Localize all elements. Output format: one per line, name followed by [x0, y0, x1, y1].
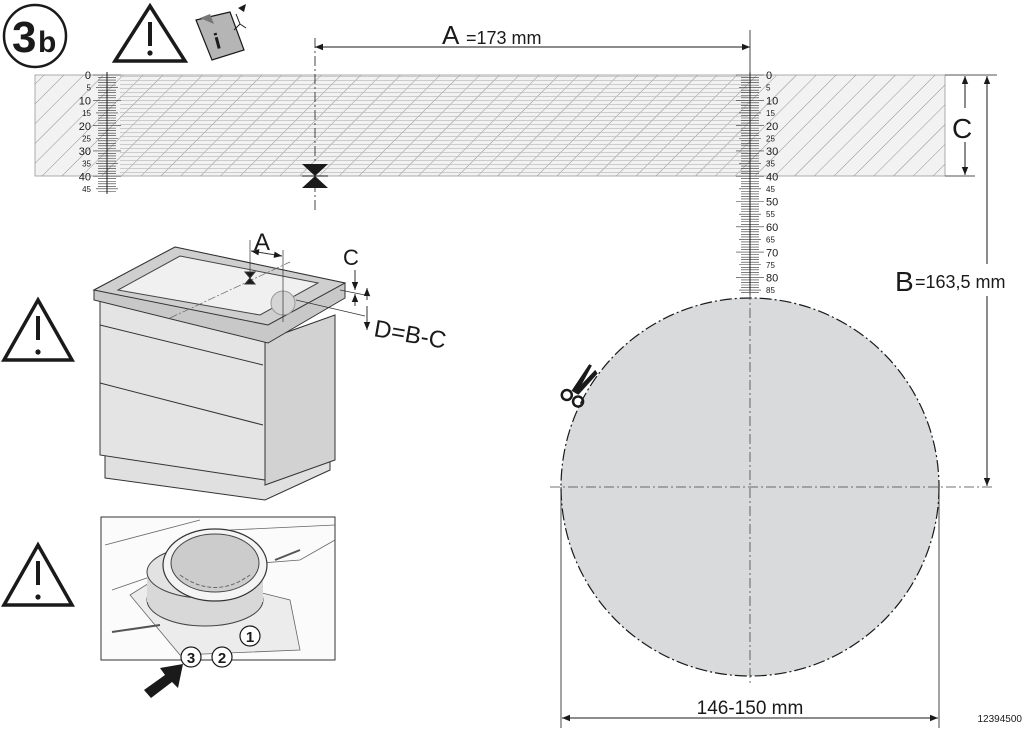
ruler-label: 85: [766, 286, 775, 295]
ruler-label: 65: [766, 235, 775, 244]
ruler-left: 0 10 20 30 40 5 15 25 35 45: [79, 70, 121, 194]
ruler-label: 15: [766, 109, 775, 118]
ruler-label: 30: [79, 146, 91, 158]
ruler-label: 50: [766, 197, 778, 209]
ruler-label: 75: [766, 261, 775, 270]
dimension-c: C: [945, 74, 997, 177]
warning-icon: [0, 541, 76, 607]
ruler-label: 5: [87, 84, 92, 93]
push-arrow-icon: [144, 664, 183, 698]
ruler-label: 45: [82, 185, 91, 194]
cabinet-label-a: A: [254, 229, 270, 256]
ruler-label: 0: [85, 70, 91, 82]
worktop-section: [34, 74, 946, 177]
ruler-label: 60: [766, 222, 778, 234]
step-badge: 3 b: [2, 3, 68, 69]
dimension-c-letter: C: [952, 113, 972, 144]
dimension-a: A =173 mm: [302, 20, 750, 212]
dimension-a-value: =173 mm: [466, 28, 542, 48]
step-suffix: b: [38, 26, 56, 59]
step-number: 3: [12, 13, 36, 62]
ruler-label: 80: [766, 273, 778, 285]
warning-icon: [0, 296, 76, 362]
document-code: 12394500: [978, 714, 1023, 725]
cabinet-illustration: [92, 240, 371, 501]
ruler-label: 30: [766, 146, 778, 158]
ruler-label: 5: [766, 84, 771, 93]
filter-installation-illustration: 1 2 3: [100, 516, 336, 698]
ruler-label: 10: [766, 95, 778, 107]
ruler-label: 10: [79, 95, 91, 107]
callout-2: 2: [211, 646, 233, 668]
callout-1: 1: [239, 625, 261, 647]
dimension-b-letter: B: [895, 266, 914, 297]
dimension-b-value: =163,5 mm: [915, 272, 1006, 292]
cutout-template: [550, 290, 995, 685]
diameter-label: 146-150 mm: [697, 698, 804, 719]
dimension-a-letter: A: [442, 20, 460, 50]
dimension-b: B =163,5 mm: [893, 76, 1024, 486]
ruler-label: 55: [766, 210, 775, 219]
svg-text:1: 1: [246, 629, 254, 646]
ruler-label: 25: [766, 134, 775, 143]
ruler-label: 40: [766, 171, 778, 183]
ruler-label: 25: [82, 134, 91, 143]
cabinet-label-d-formula: D=B-C: [372, 315, 448, 354]
svg-text:2: 2: [218, 650, 226, 667]
ruler-label: 20: [79, 121, 91, 133]
ruler-right: 0 10 20 30 40 50 60 70 80 5 15 25 35 45 55 65 75 85: [736, 70, 778, 296]
callout-3: 3: [180, 646, 202, 668]
ruler-label: 20: [766, 121, 778, 133]
dimension-diameter: 146-150 mm: [560, 487, 940, 728]
ruler-label: 15: [82, 109, 91, 118]
cabinet-label-c: C: [343, 245, 359, 270]
ruler-label: 40: [79, 171, 91, 183]
ruler-label: 35: [82, 160, 91, 169]
ruler-label: 70: [766, 247, 778, 259]
svg-text:3: 3: [187, 650, 195, 667]
ruler-label: 35: [766, 160, 775, 169]
scissors-icon: [560, 364, 598, 408]
ruler-label: 45: [766, 185, 775, 194]
ruler-label: 0: [766, 70, 772, 82]
warning-icon: [111, 2, 189, 63]
read-manual-icon: i: [195, 4, 247, 61]
